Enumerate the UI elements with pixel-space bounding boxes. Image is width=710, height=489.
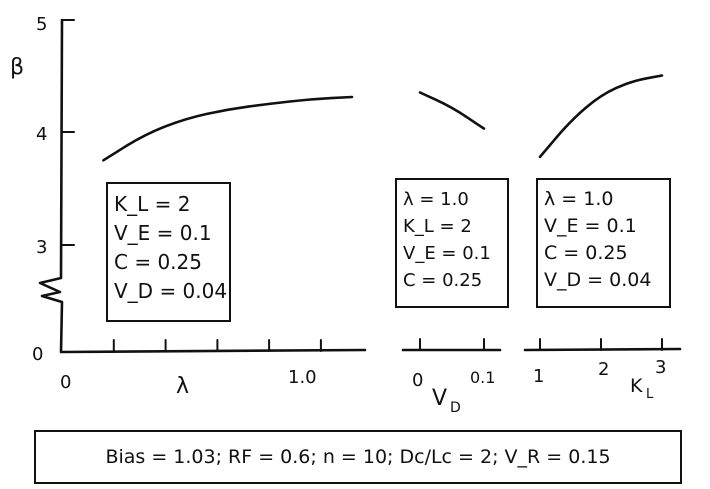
vd-x-axis-label-v: V — [432, 386, 447, 411]
y-axis-label: β — [10, 55, 24, 80]
param-c: C = 0.25 — [544, 242, 628, 264]
param-vd: V_D = 0.04 — [544, 269, 652, 291]
param-ve: V_E = 0.1 — [114, 221, 212, 245]
param-lambda: λ = 1.0 — [544, 188, 614, 210]
series-line-lambda — [102, 95, 354, 162]
params-box-vd: λ = 1.0 K_L = 2 V_E = 0.1 C = 0.25 — [395, 178, 509, 308]
vd-x-axis-label-sub: D — [450, 400, 461, 416]
series-line-vd — [418, 91, 486, 130]
param-vd: V_D = 0.04 — [114, 279, 228, 303]
series-line-kl — [538, 74, 664, 159]
vd-x-tick-label-1: 0.1 — [470, 368, 495, 387]
y-axis-line — [38, 18, 64, 354]
param-ve: V_E = 0.1 — [403, 243, 491, 264]
kl-x-tick-label-3: 3 — [655, 357, 666, 378]
param-ve: V_E = 0.1 — [544, 215, 637, 237]
kl-x-tick-label-2: 2 — [598, 359, 609, 380]
lambda-x-tick-label-1: 1.0 — [288, 367, 317, 388]
y-tick-label-0: 0 — [32, 344, 43, 365]
param-c: C = 0.25 — [403, 270, 483, 291]
lambda-x-axis-line — [60, 348, 367, 354]
lambda-x-tick-label-0: 0 — [60, 372, 71, 393]
lambda-x-ticks — [112, 339, 322, 352]
y-tick-label-3: 3 — [36, 237, 47, 258]
params-box-lambda: K_L = 2 V_E = 0.1 C = 0.25 V_D = 0.04 — [106, 182, 231, 322]
param-kl: K_L = 2 — [114, 192, 191, 216]
param-c: C = 0.25 — [114, 250, 202, 274]
params-box-kl: λ = 1.0 V_E = 0.1 C = 0.25 V_D = 0.04 — [536, 178, 671, 308]
param-kl: K_L = 2 — [403, 216, 472, 237]
y-tick-label-5: 5 — [36, 14, 47, 35]
vd-x-tick-label-0: 0 — [412, 370, 423, 391]
kl-x-axis-label-sub: L — [646, 387, 654, 402]
param-lambda: λ = 1.0 — [403, 189, 469, 210]
kl-x-axis-label-k: K — [630, 375, 643, 397]
common-parameters-footer: Bias = 1.03; RF = 0.6; n = 10; Dc/Lc = 2… — [34, 430, 682, 484]
y-tick-label-4: 4 — [36, 124, 47, 145]
kl-x-axis-line — [523, 347, 682, 352]
lambda-x-axis-label: λ — [176, 374, 189, 399]
kl-x-tick-label-1: 1 — [533, 366, 544, 387]
